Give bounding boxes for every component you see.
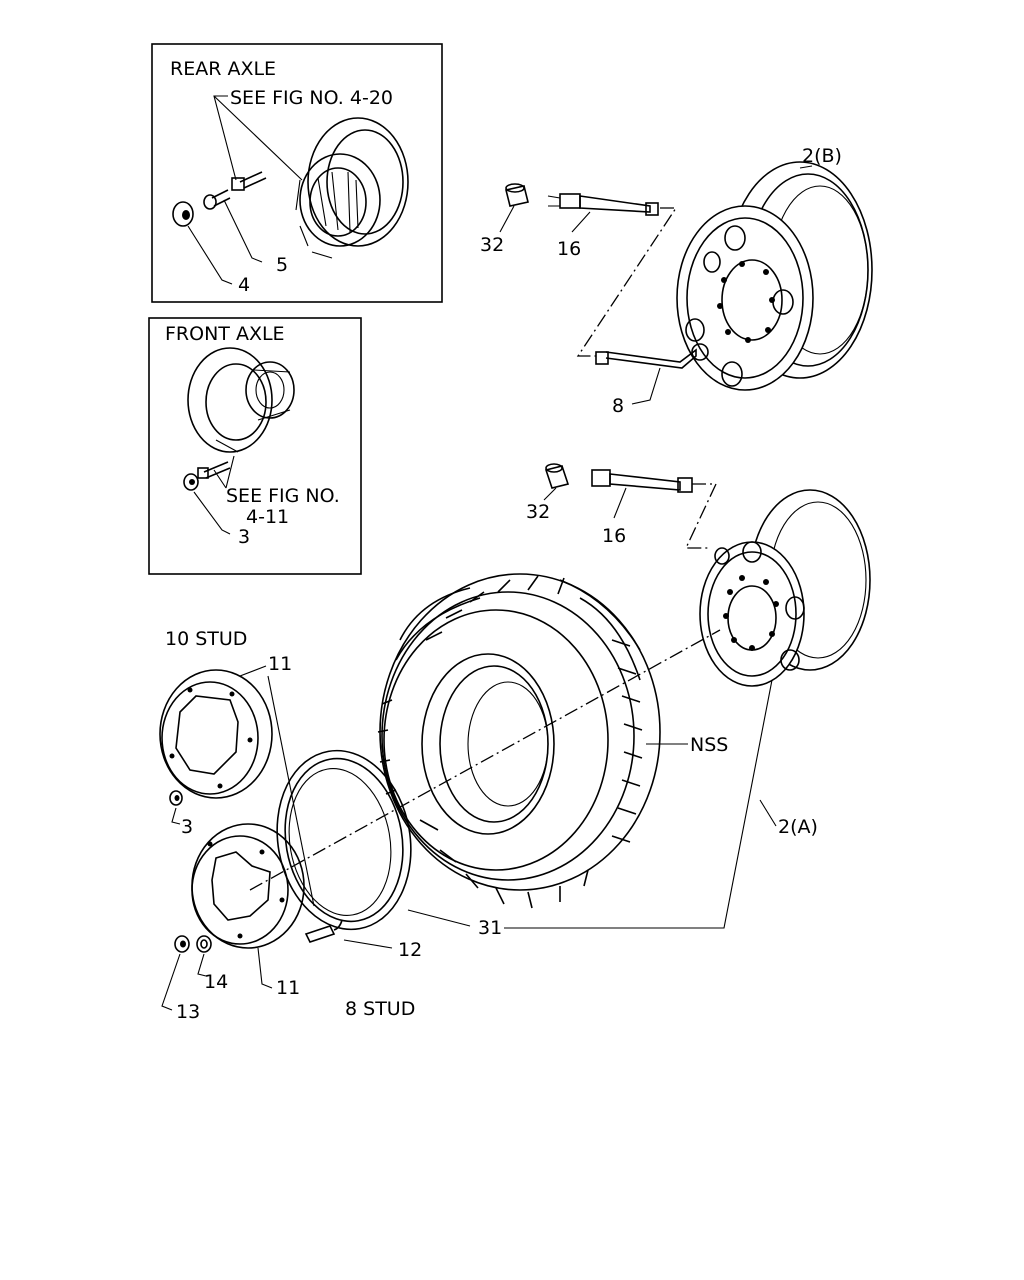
rear-nut-4: [172, 201, 194, 227]
label-31: 31: [478, 917, 502, 939]
leader-16-top: [571, 211, 591, 233]
rear-axle-frame: [151, 43, 443, 303]
rear-axle-inset: REAR AXLE SEE FIG NO. 4-20 5: [151, 43, 443, 303]
assembly-line-top: [576, 207, 678, 357]
label-2b: 2(B): [802, 145, 842, 167]
rear-ref-leader-2: [213, 95, 303, 181]
front-ref-leader: [213, 455, 235, 489]
rear-hub: [295, 117, 409, 259]
leader-3-disc: [171, 807, 181, 825]
label-2a: 2(A): [778, 816, 818, 838]
leader-11-bottom: [257, 947, 273, 989]
label-5: 5: [276, 254, 288, 276]
label-8: 8: [612, 395, 624, 417]
leader-13: [161, 953, 181, 1011]
label-4: 4: [238, 274, 250, 296]
label-12: 12: [398, 939, 422, 961]
valve-cap-32-lower: [544, 463, 570, 489]
label-8-stud: 8 STUD: [345, 998, 415, 1020]
label-32-lower: 32: [526, 501, 550, 523]
rear-axle-ref: SEE FIG NO. 4-20: [230, 87, 393, 109]
valve-extension-16-lower: [591, 469, 693, 493]
valve-extension-16-top: [547, 193, 659, 216]
wheel-2a: [699, 489, 871, 687]
leader-4: [187, 225, 233, 285]
front-stud: [197, 461, 231, 479]
label-nss: NSS: [690, 734, 728, 756]
rear-stud: [231, 171, 267, 191]
assembly-line-lower: [684, 483, 718, 549]
leader-3-front: [193, 491, 231, 535]
label-3-disc: 3: [181, 816, 193, 838]
front-hub: [187, 347, 295, 453]
leader-31-to-2a: [504, 679, 773, 929]
label-13: 13: [176, 1001, 200, 1023]
leader-11-top: [239, 665, 267, 677]
label-10-stud: 10 STUD: [165, 628, 247, 650]
label-11-top: 11: [268, 653, 292, 675]
leader-12: [343, 939, 393, 949]
leader-2b: [799, 165, 813, 169]
leader-8: [631, 367, 661, 405]
disc-11-eight-stud: [191, 823, 305, 949]
leader-5: [223, 199, 263, 263]
leader-11-top-line: [267, 675, 315, 907]
leader-14: [197, 953, 207, 977]
label-14: 14: [204, 971, 228, 993]
valve-stem-8: [595, 343, 709, 369]
front-axle-title: FRONT AXLE: [165, 323, 285, 345]
front-axle-ref-1: SEE FIG NO.: [226, 485, 340, 507]
tire-nss: [377, 573, 661, 909]
centre-line: [249, 629, 721, 891]
label-16-lower: 16: [602, 525, 626, 547]
valve-12: [304, 919, 343, 943]
nut-13: [174, 935, 190, 953]
rear-axle-title: REAR AXLE: [170, 58, 276, 80]
label-16-top: 16: [557, 238, 581, 260]
label-32-top: 32: [480, 234, 504, 256]
nut-3-disc: [169, 790, 183, 806]
flap-31: [276, 749, 412, 931]
leader-31: [407, 909, 471, 927]
disc-11-ten-stud: [159, 669, 273, 799]
washer-14: [196, 935, 212, 953]
wheel-2b: [676, 161, 873, 391]
front-axle-inset: FRONT AXLE SEE FIG NO. 4-11 3: [148, 317, 362, 575]
valve-cap-32-top: [505, 183, 529, 207]
leader-32-lower: [543, 487, 557, 501]
front-axle-frame: [148, 317, 362, 575]
label-3-front: 3: [238, 526, 250, 548]
leader-16-lower: [613, 487, 627, 519]
leader-2a: [759, 799, 777, 827]
front-axle-ref-2: 4-11: [246, 506, 289, 528]
rear-bolt-5: [203, 189, 231, 210]
label-11-bottom: 11: [276, 977, 300, 999]
front-nut-3: [183, 473, 199, 491]
leader-32-top: [499, 205, 515, 233]
